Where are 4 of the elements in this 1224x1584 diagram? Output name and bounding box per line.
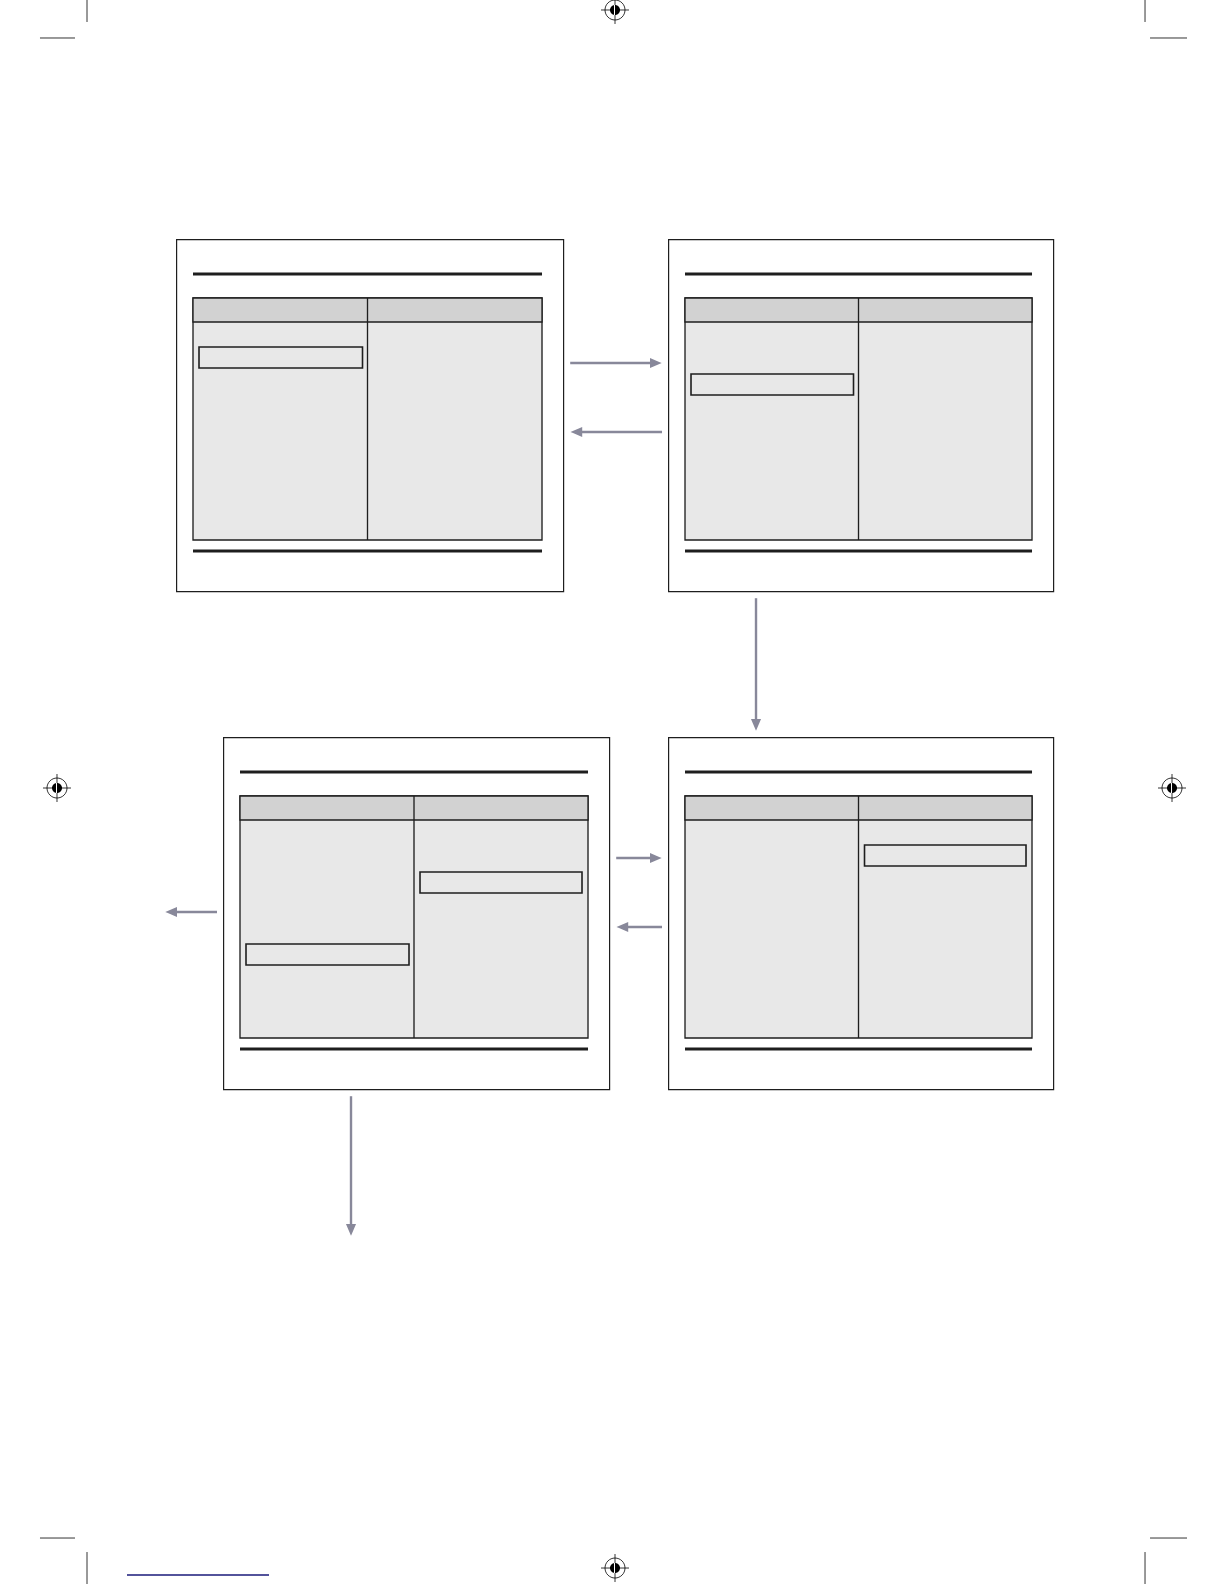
screen-drawing [223, 737, 611, 1091]
screen-drawing [668, 239, 1055, 593]
screen-drawing [176, 239, 565, 593]
screen-drawing [668, 737, 1055, 1091]
